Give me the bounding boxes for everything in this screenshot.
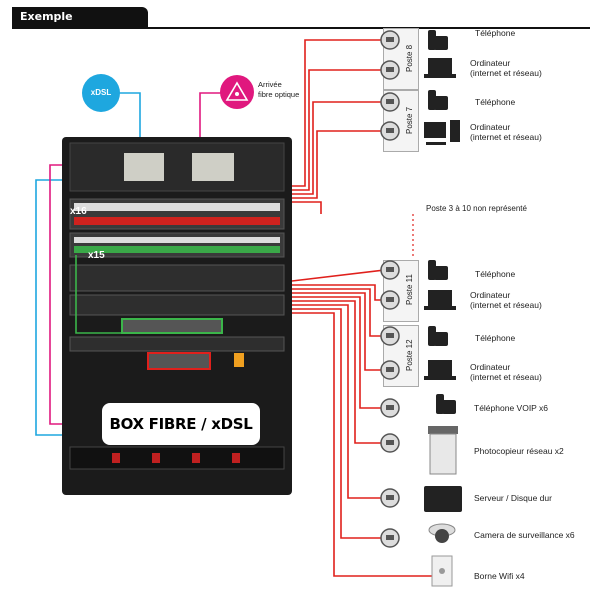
laptop-icon: [424, 58, 456, 78]
laptop-icon: [424, 360, 456, 380]
xdsl-source-icon: xDSL: [82, 74, 120, 112]
server-icon: [424, 486, 462, 512]
device-label: Borne Wifi x4: [474, 571, 525, 581]
device-label: Téléphone: [475, 333, 516, 343]
rack-shelf-top: [69, 142, 285, 192]
patch-panel-upper: [69, 198, 285, 230]
wall-sockets: [380, 30, 400, 548]
cable-poste7-pc: [292, 130, 385, 199]
fiber-box: [192, 153, 234, 181]
device-label: Téléphone: [475, 269, 516, 279]
device-label: Téléphone VOIP x6: [474, 403, 549, 413]
rack-count-upper: x16: [70, 206, 87, 217]
power-strip: [69, 446, 285, 470]
poste-11-label: Poste 11: [405, 274, 414, 306]
device-label: Téléphone: [475, 97, 516, 107]
power-switch-4: [232, 453, 240, 463]
cable-xdsl-in: [118, 92, 141, 152]
copier-icon: [428, 426, 458, 475]
power-switch-3: [192, 453, 200, 463]
laptop-icon: [424, 290, 456, 310]
device-label: Ordinateur (internet et réseau): [470, 290, 542, 310]
green-cable: [75, 255, 122, 334]
cable-poste7-phone: [292, 101, 385, 195]
camera-icon: [428, 523, 456, 543]
phone-icon: [428, 30, 448, 50]
phone-icon: [428, 260, 448, 280]
diagram-title: Exemple d'installation: [12, 7, 148, 43]
laser-icon: [225, 81, 249, 101]
poste-8-label: Poste 8: [405, 44, 414, 72]
cable-organizer-1: [69, 264, 285, 292]
title-underline: [12, 27, 590, 29]
cable-wifi: [292, 312, 432, 577]
cable-poste12-phone: [292, 288, 385, 337]
switch-green: [121, 318, 223, 334]
desktop-icon: [424, 120, 460, 145]
device-label: Camera de surveillance x6: [474, 530, 575, 540]
device-label: Ordinateur (internet et réseau): [470, 122, 542, 142]
power-switch-2: [152, 453, 160, 463]
rack-tray: [69, 336, 285, 352]
omitted-postes-note: Poste 3 à 10 non représenté: [426, 204, 527, 213]
device-label: Serveur / Disque dur: [474, 493, 552, 503]
switch-red: [147, 352, 211, 370]
phone-icon: [428, 326, 448, 346]
fiber-source-icon: [220, 75, 254, 109]
cable-poste12-pc: [292, 292, 385, 371]
device-label: Ordinateur (internet et réseau): [470, 362, 542, 382]
cable-camera: [292, 308, 385, 539]
poste-12-label: Poste 12: [405, 339, 414, 371]
device-label: Photocopieur réseau x2: [474, 446, 564, 456]
rack-count-lower: x15: [88, 250, 105, 261]
box-label: BOX FIBRE / xDSL: [102, 403, 260, 445]
cable-poste8-phone: [292, 39, 385, 187]
rack-contents: [69, 142, 285, 470]
cable-voip: [292, 296, 385, 409]
wifi-access-point-icon: [431, 555, 453, 587]
voip-phone-icon: [436, 394, 456, 414]
router-port: [234, 353, 244, 367]
device-label: Ordinateur (internet et réseau): [470, 58, 542, 78]
device-icons: [424, 30, 462, 587]
device-label: Téléphone: [475, 28, 516, 38]
poste-7-label: Poste 7: [405, 106, 414, 134]
cable-server: [292, 304, 385, 499]
patch-panel-lower: [69, 232, 285, 258]
fiber-source-label: Arrivée fibre optique: [258, 80, 300, 99]
xdsl-filter-box: [124, 153, 164, 181]
cable-other-a: [292, 201, 322, 214]
cable-organizer-2: [69, 294, 285, 316]
phone-icon: [428, 90, 448, 110]
cable-poste11-phone: [291, 269, 386, 282]
cable-copier: [292, 300, 385, 444]
cable-poste11-pc: [292, 284, 385, 301]
red-cables: [291, 39, 432, 577]
cable-poste8-pc: [292, 69, 385, 191]
power-switch-1: [112, 453, 120, 463]
